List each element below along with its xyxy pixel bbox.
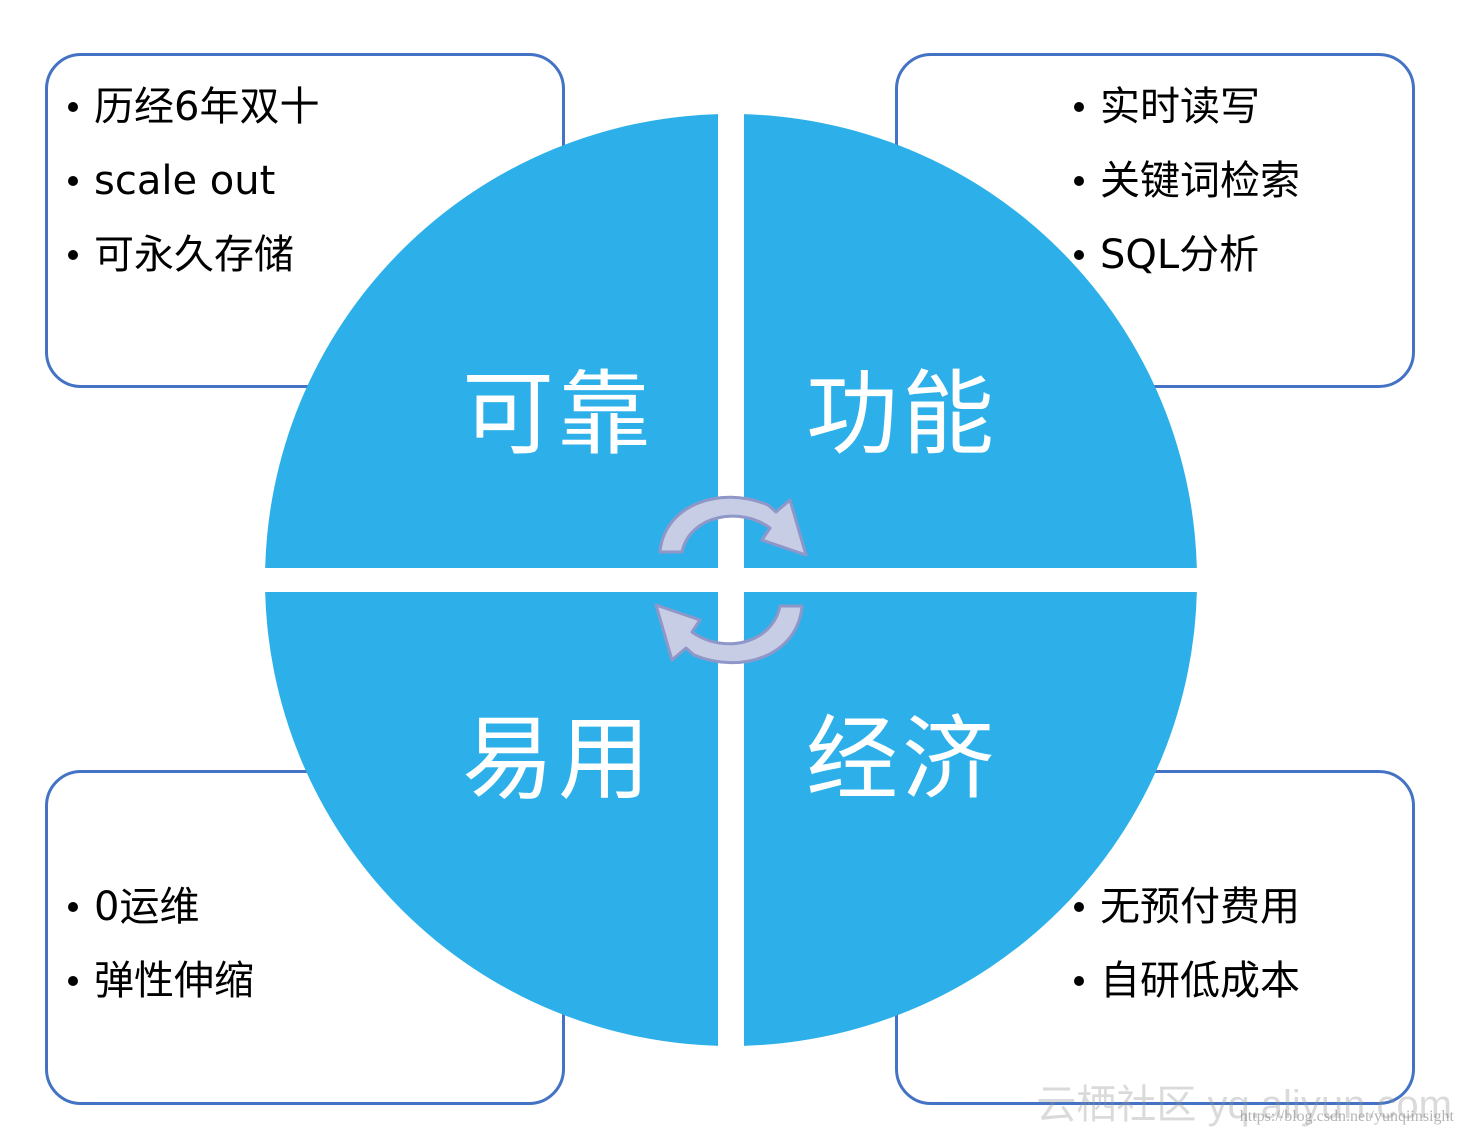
list-item: 关键词检索	[1072, 144, 1300, 218]
label-economy: 经济	[806, 706, 999, 813]
list-item: 0运维	[66, 870, 254, 944]
label-function: 功能	[806, 361, 999, 468]
list-function: 实时读写 关键词检索 SQL分析	[1072, 70, 1300, 292]
label-usability: 易用	[462, 706, 655, 813]
quadrant-bottom-right	[744, 592, 1197, 1046]
quadrant-top-right	[744, 114, 1197, 568]
list-item: SQL分析	[1072, 218, 1300, 292]
list-usability: 0运维 弹性伸缩	[66, 870, 254, 1018]
watermark-url: https://blog.csdn.net/yunqiinsight	[1239, 1108, 1454, 1125]
list-item: 实时读写	[1072, 70, 1300, 144]
list-item: 可永久存储	[66, 218, 319, 292]
label-reliable: 可靠	[462, 361, 655, 468]
list-item: 无预付费用	[1072, 870, 1300, 944]
circular-arrows-icon	[654, 495, 808, 665]
quadrant-top-left	[265, 114, 718, 568]
watermark: 云栖社区 yq.aliyun.com	[1036, 1083, 1452, 1127]
list-item: 自研低成本	[1072, 944, 1300, 1018]
list-item: 弹性伸缩	[66, 944, 254, 1018]
list-economy: 无预付费用 自研低成本	[1072, 870, 1300, 1018]
quadrant-bottom-left	[265, 592, 718, 1046]
list-item: scale out	[66, 144, 319, 218]
list-item: 历经6年双十	[66, 70, 319, 144]
list-reliable: 历经6年双十 scale out 可永久存储	[66, 70, 319, 292]
